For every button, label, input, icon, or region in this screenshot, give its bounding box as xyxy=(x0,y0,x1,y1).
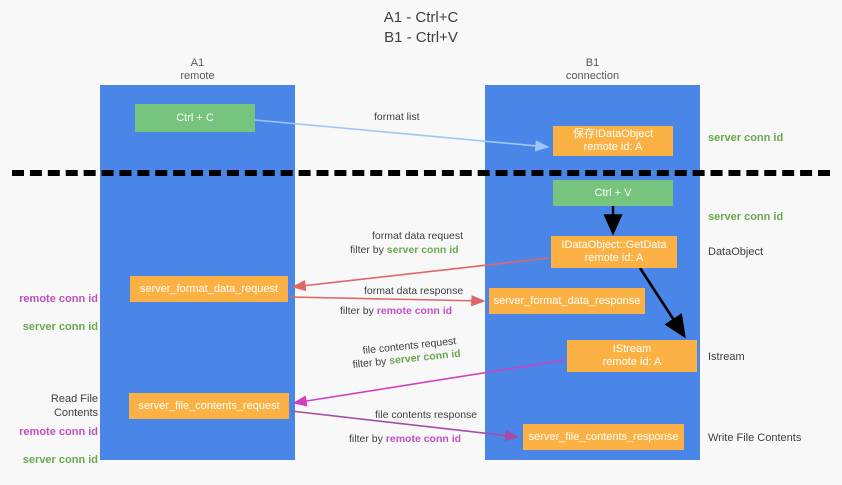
edge-label-format-data-request: format data request xyxy=(372,230,464,242)
column-header-b1: B1 connection xyxy=(565,57,620,82)
annotation-remote-conn-id-1: remote conn id xyxy=(19,293,98,305)
edge-label-format-data-response: format data response xyxy=(364,285,464,297)
node-server-file-contents-request[interactable]: server_file_contents_request xyxy=(129,393,289,419)
edge-label-file-contents-response-filter: filter by remote conn id xyxy=(349,433,461,446)
node-server-format-data-response[interactable]: server_format_data_response xyxy=(489,288,645,314)
edge-label-file-contents-response: file contents response xyxy=(375,409,478,421)
column-header-a1: A1 remote xyxy=(180,57,215,82)
filter-value-server-conn-id: server conn id xyxy=(386,244,459,256)
filter-value-remote-conn-id: remote conn id xyxy=(385,433,462,445)
annotation-left-conn-ids-2: remote conn id server conn id xyxy=(8,411,98,481)
node-ctrl-c[interactable]: Ctrl + C xyxy=(135,104,255,132)
annotation-server-conn-id-top: server conn id xyxy=(708,132,784,144)
annotation-left-conn-ids-1: remote conn id server conn id xyxy=(8,278,98,348)
annotation-read-file-contents: Read File Contents xyxy=(50,393,98,419)
phase-divider xyxy=(12,170,830,176)
filter-prefix: filter by xyxy=(350,244,387,256)
filter-value-remote-conn-id: remote conn id xyxy=(376,305,453,317)
page-title: A1 - Ctrl+C B1 - Ctrl+V xyxy=(383,9,459,46)
edge-label-format-data-response-filter: filter by remote conn id xyxy=(340,305,452,318)
edge-label-format-list: format list xyxy=(374,111,420,123)
annotation-istream: Istream xyxy=(708,351,745,363)
node-server-file-contents-response[interactable]: server_file_contents_response xyxy=(523,424,684,450)
node-ctrl-v[interactable]: Ctrl + V xyxy=(553,180,673,206)
filter-prefix: filter by xyxy=(352,355,390,371)
annotation-server-conn-id-1: server conn id xyxy=(22,321,98,333)
filter-prefix: filter by xyxy=(340,305,377,317)
node-istream[interactable]: IStream remote id: A xyxy=(567,340,697,372)
annotation-write-file-contents: Write File Contents xyxy=(708,432,802,444)
node-save-idataobject[interactable]: 保存IDataObject remote id: A xyxy=(553,126,673,156)
node-idataobject-getdata[interactable]: IDataObject::GetData remote id: A xyxy=(551,236,677,268)
node-server-format-data-request[interactable]: server_format_data_request xyxy=(130,276,288,302)
edge-label-format-data-request-filter: filter by server conn id xyxy=(350,244,459,257)
filter-prefix: filter by xyxy=(349,433,386,445)
annotation-server-conn-id-2: server conn id xyxy=(22,454,98,466)
annotation-data-object: DataObject xyxy=(708,246,764,258)
annotation-server-conn-id-mid: server conn id xyxy=(708,211,784,223)
annotation-remote-conn-id-2: remote conn id xyxy=(19,426,98,438)
